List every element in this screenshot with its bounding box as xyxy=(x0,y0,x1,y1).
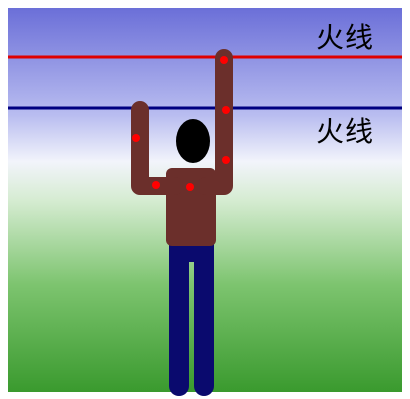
bottom-wire-label: 火线 xyxy=(316,115,375,148)
contact-point xyxy=(222,156,230,164)
head xyxy=(176,119,210,163)
contact-point xyxy=(152,181,160,189)
top-wire-label: 火线 xyxy=(316,21,375,54)
contact-point xyxy=(222,106,230,114)
right-arm xyxy=(197,49,233,195)
left-arm xyxy=(131,101,183,195)
person-figure xyxy=(131,49,233,396)
contact-point xyxy=(186,183,194,191)
contact-point xyxy=(132,134,140,142)
current-path-points xyxy=(132,56,230,191)
contact-point xyxy=(220,56,228,64)
